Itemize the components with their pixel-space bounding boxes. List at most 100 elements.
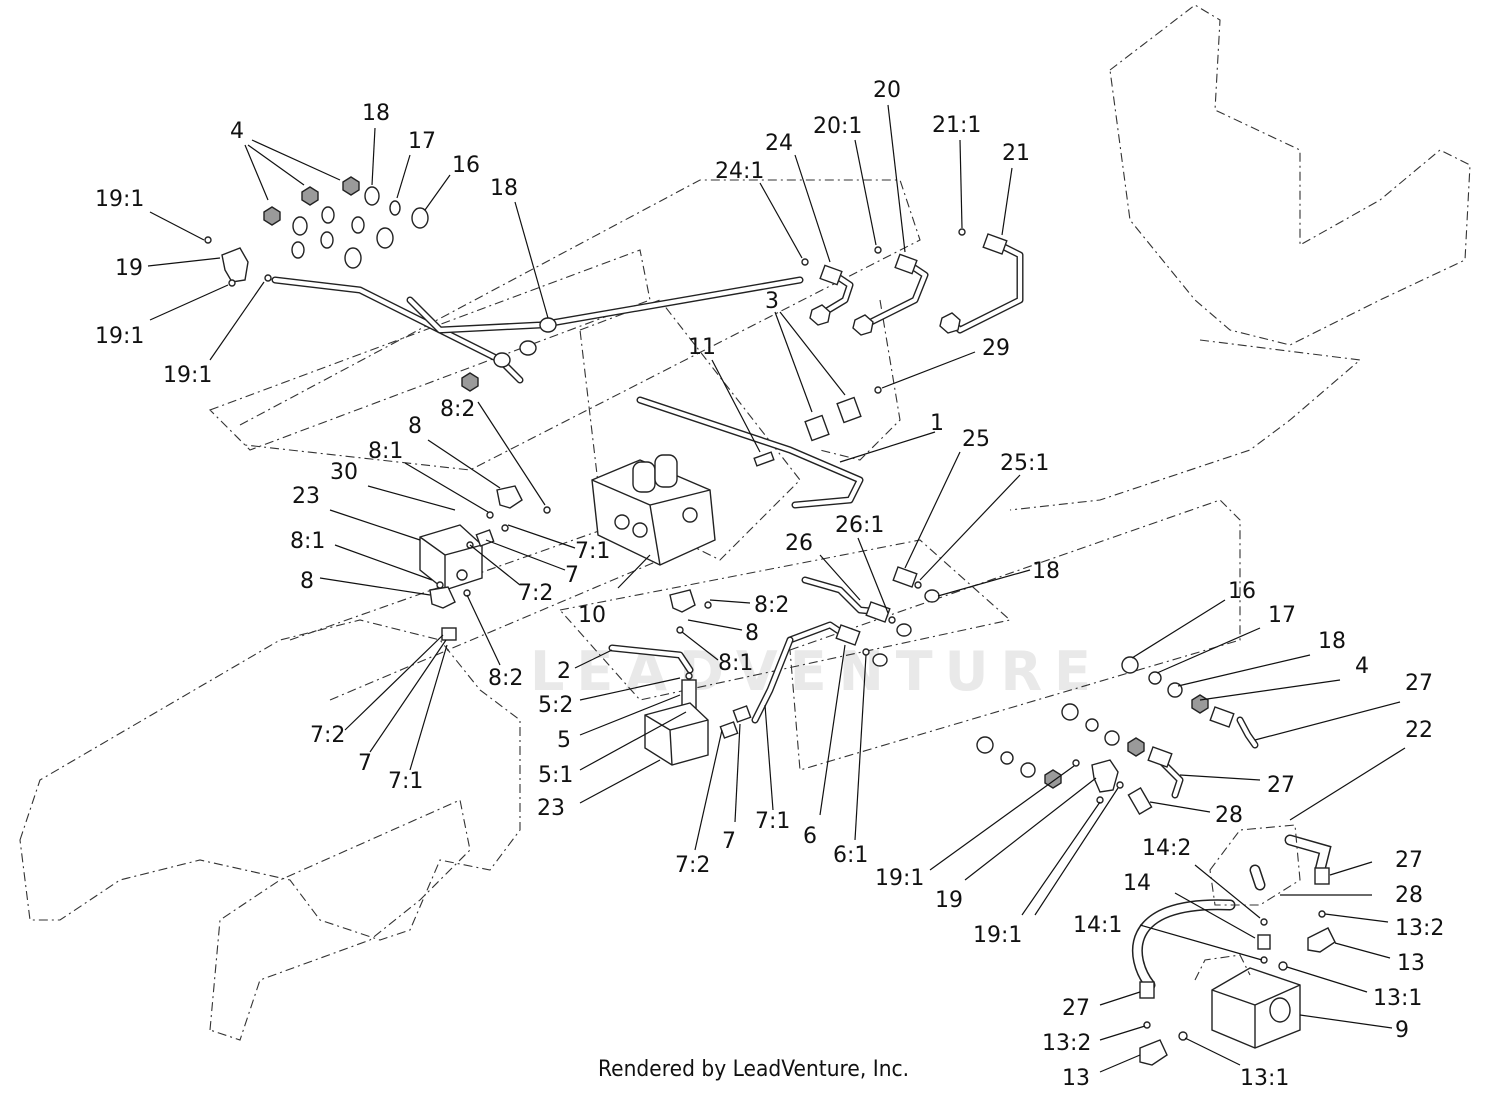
callout-25-1: 25:1 — [1000, 451, 1049, 476]
callout-8-2-a: 8:2 — [440, 397, 475, 422]
tee-fitting-19-b — [1091, 759, 1119, 793]
callout-17-right: 17 — [1268, 603, 1296, 628]
oring-13-1-a — [1278, 961, 1288, 971]
block-23-b — [644, 702, 709, 766]
oring-13-2-a — [1318, 910, 1326, 918]
upper-left-rail — [209, 249, 651, 451]
washer-18-e — [872, 653, 888, 667]
callout-4-top: 4 — [230, 119, 244, 144]
callout-17-top: 17 — [408, 129, 436, 154]
elbow-13-a — [1307, 927, 1336, 953]
elbow-8-c — [669, 589, 696, 613]
oring-6-1 — [862, 648, 870, 656]
callout-30: 30 — [330, 460, 358, 485]
oring-19-1-c — [264, 274, 272, 282]
callout-20-1: 20:1 — [813, 114, 862, 139]
oring-19-1-d — [1072, 759, 1080, 767]
washer-row-1 — [292, 216, 308, 236]
washer-17-a — [389, 200, 401, 216]
callout-7-2-c: 7:2 — [675, 853, 710, 878]
washer-row-6 — [320, 231, 334, 249]
washer-17-right — [1148, 671, 1162, 685]
fitting-21 — [982, 233, 1008, 255]
fitting-20 — [894, 253, 918, 275]
oring-7-1-a — [501, 524, 509, 532]
callout-19-b: 19 — [935, 888, 963, 913]
callout-23-a: 23 — [292, 484, 320, 509]
oring-8-2-c — [704, 601, 712, 609]
oring-21-1 — [958, 228, 966, 236]
callout-29: 29 — [982, 336, 1010, 361]
callout-27-d: 27 — [1062, 996, 1090, 1021]
oring-8-1-a — [486, 511, 494, 519]
callout-27-c: 27 — [1395, 848, 1423, 873]
callout-26: 26 — [785, 531, 813, 556]
nut-21 — [939, 312, 961, 334]
nut-20 — [852, 314, 874, 336]
bolt-11 — [753, 451, 775, 467]
fitting-14 — [1257, 934, 1271, 950]
oring-26-1 — [888, 616, 896, 624]
oring-19-1-f — [1116, 781, 1124, 789]
nut-mid — [461, 372, 479, 392]
washer-lower-2 — [1000, 751, 1014, 765]
oring-8-2-a — [543, 506, 551, 514]
callout-8-c: 8 — [745, 621, 759, 646]
callout-18-right2: 18 — [1318, 629, 1346, 654]
fitting-7-a — [475, 529, 495, 547]
pump-mount — [1194, 954, 1251, 981]
port-3 — [682, 507, 698, 523]
callout-27-b: 27 — [1267, 773, 1295, 798]
callout-19-1-c: 19:1 — [163, 363, 212, 388]
callout-18-mid: 18 — [490, 176, 518, 201]
oring-14-2 — [1260, 918, 1268, 926]
callout-8-2-c: 8:2 — [488, 666, 523, 691]
port-2 — [632, 522, 648, 538]
washer-18-right — [1167, 682, 1183, 698]
callout-28-b: 28 — [1395, 883, 1423, 908]
callout-23-b: 23 — [537, 796, 565, 821]
callout-7-c: 7 — [722, 829, 736, 854]
callout-16-top: 16 — [452, 153, 480, 178]
lower-center-frame — [209, 799, 471, 1041]
callout-2: 2 — [557, 659, 571, 684]
fitting-6 — [835, 624, 861, 646]
callout-18-top: 18 — [362, 101, 390, 126]
oring-29 — [874, 386, 882, 394]
callout-3: 3 — [765, 289, 779, 314]
tee-fitting-19-a — [221, 247, 249, 283]
callout-5: 5 — [557, 728, 571, 753]
callout-10: 10 — [578, 603, 606, 628]
callout-27-a: 27 — [1405, 671, 1433, 696]
callout-19-a: 19 — [115, 256, 143, 281]
callout-13-2-a: 13:2 — [1395, 916, 1444, 941]
callout-1: 1 — [930, 411, 944, 436]
nut-row-right — [1127, 737, 1145, 757]
callout-6: 6 — [803, 824, 817, 849]
callout-13-1-b: 13:1 — [1240, 1066, 1289, 1091]
oring-23-port — [456, 569, 468, 581]
callout-24-1: 24:1 — [715, 159, 764, 184]
callout-14-2: 14:2 — [1142, 836, 1191, 861]
washer-row-right-1 — [1061, 703, 1079, 721]
solenoid-b — [654, 454, 678, 488]
callout-7-b: 7 — [358, 751, 372, 776]
oring-13-2-b — [1143, 1021, 1151, 1029]
washer-lower-3 — [1020, 762, 1036, 778]
port-1 — [614, 514, 630, 530]
nut-4-a — [263, 206, 281, 226]
fitting-7-c — [732, 705, 752, 723]
small-parts — [204, 176, 1336, 1066]
washer-lower-1 — [976, 736, 994, 754]
callout-21: 21 — [1002, 141, 1030, 166]
callout-22: 22 — [1405, 718, 1433, 743]
callout-16-right: 16 — [1228, 579, 1256, 604]
oring-19-1-a — [204, 236, 212, 244]
fitting-27-a — [1209, 706, 1235, 728]
washer-18-a — [364, 186, 380, 206]
callout-7-1-a: 7:1 — [575, 539, 610, 564]
callout-7-2-b: 7:2 — [310, 723, 345, 748]
callout-7-1-b: 7:1 — [388, 769, 423, 794]
fitting-24 — [819, 264, 843, 286]
callout-8-1-a: 8:1 — [368, 439, 403, 464]
